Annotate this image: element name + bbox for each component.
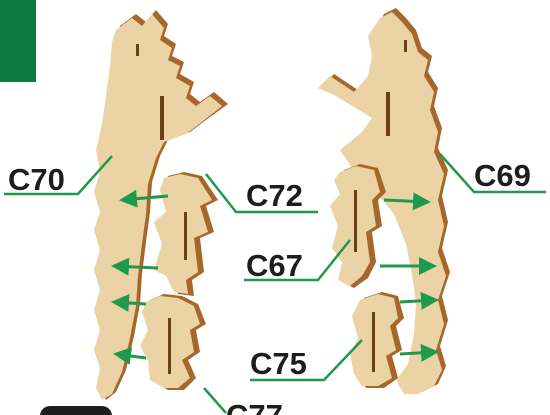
right-rib-c75 xyxy=(350,292,404,388)
left-rib-c72 xyxy=(154,172,218,296)
step-tab xyxy=(0,0,36,82)
label-c72: C72 xyxy=(246,178,303,213)
label-c70: C70 xyxy=(8,162,65,197)
arrow-8 xyxy=(400,352,436,354)
label-c75: C75 xyxy=(250,346,307,381)
bottom-tab xyxy=(40,406,112,415)
arrow-3 xyxy=(114,302,146,304)
arrow-2 xyxy=(114,266,158,268)
arrow-7 xyxy=(400,300,436,302)
label-c77: C77 xyxy=(226,398,283,415)
leader-c77 xyxy=(204,388,226,413)
arrow-5 xyxy=(384,200,428,202)
left-rib-c77 xyxy=(140,294,206,390)
label-c67: C67 xyxy=(246,248,303,283)
right-rib-c67 xyxy=(330,164,386,288)
label-c69: C69 xyxy=(474,158,531,193)
